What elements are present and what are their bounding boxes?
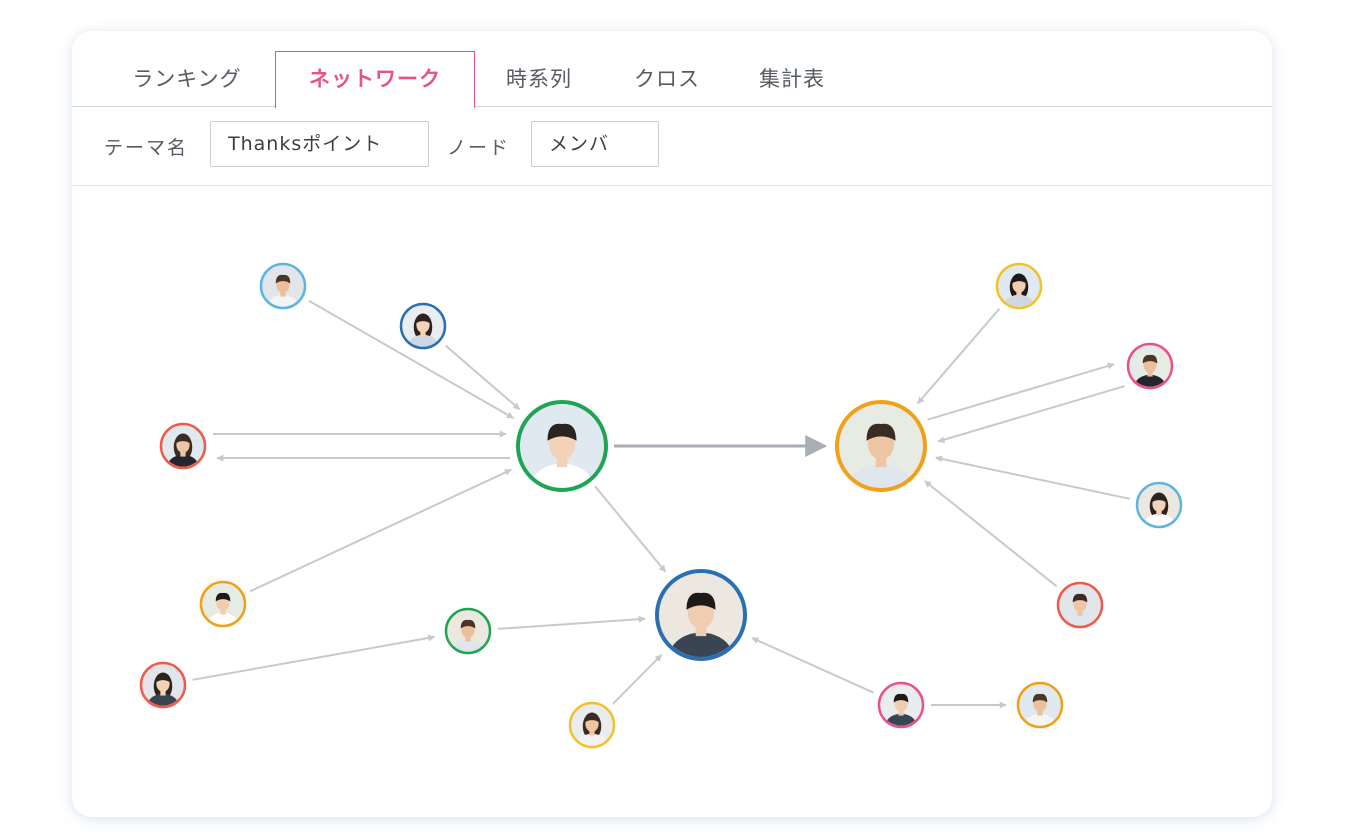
edge-b1-n2 bbox=[916, 308, 1001, 405]
edge-a1-n1 bbox=[308, 300, 515, 419]
edge-n1-n3 bbox=[594, 485, 667, 573]
theme-label: テーマ名 bbox=[104, 137, 189, 159]
avatar-man-icon bbox=[202, 583, 244, 625]
avatar-man-icon bbox=[1059, 584, 1101, 626]
tab-bar-divider bbox=[72, 106, 1272, 107]
node-a7[interactable] bbox=[568, 701, 616, 758]
edge-a6-a5 bbox=[192, 634, 436, 681]
tab-ranking[interactable]: ランキング bbox=[132, 67, 242, 91]
node-n1[interactable] bbox=[516, 400, 608, 512]
node-ring bbox=[1056, 581, 1104, 629]
avatar-woman-icon bbox=[571, 704, 613, 746]
avatar-man-icon bbox=[520, 404, 604, 488]
avatar-man-icon bbox=[1129, 345, 1171, 387]
edge-a4-n1 bbox=[249, 468, 512, 593]
tab-network[interactable]: ネットワーク bbox=[275, 51, 475, 108]
tab-cross[interactable]: クロス bbox=[634, 67, 700, 91]
node-ring bbox=[516, 400, 608, 492]
avatar-woman-icon bbox=[402, 305, 444, 347]
node-ring bbox=[655, 569, 747, 661]
node-label: ノード bbox=[447, 137, 511, 159]
node-ring bbox=[877, 681, 925, 729]
node-ring bbox=[995, 262, 1043, 310]
node-b3[interactable] bbox=[1135, 481, 1183, 538]
node-ring bbox=[444, 607, 492, 655]
node-a4[interactable] bbox=[199, 580, 247, 637]
node-b5[interactable] bbox=[877, 681, 925, 738]
node-ring bbox=[1016, 681, 1064, 729]
node-ring bbox=[159, 422, 207, 470]
avatar-man-icon bbox=[839, 404, 923, 488]
node-b2[interactable] bbox=[1126, 342, 1174, 399]
node-ring bbox=[199, 580, 247, 628]
node-a3[interactable] bbox=[159, 422, 207, 479]
edge-n2-b2 bbox=[927, 362, 1115, 421]
tab-summary-table[interactable]: 集計表 bbox=[759, 67, 825, 91]
edge-b3-n2 bbox=[935, 455, 1130, 500]
avatar-woman-icon bbox=[1138, 484, 1180, 526]
avatar-man-icon bbox=[1019, 684, 1061, 726]
node-ring bbox=[568, 701, 616, 749]
node-a1[interactable] bbox=[259, 262, 307, 319]
node-b4[interactable] bbox=[1056, 581, 1104, 638]
node-ring bbox=[1126, 342, 1174, 390]
avatar-man-icon bbox=[659, 573, 743, 657]
node-a6[interactable] bbox=[139, 661, 187, 718]
node-b1[interactable] bbox=[995, 262, 1043, 319]
edge-b5-n3 bbox=[751, 637, 875, 694]
node-ring bbox=[139, 661, 187, 709]
node-a5[interactable] bbox=[444, 607, 492, 664]
node-a2[interactable] bbox=[399, 302, 447, 359]
edge-a5-n3 bbox=[497, 615, 646, 630]
node-n3[interactable] bbox=[655, 569, 747, 681]
edge-b2-n2 bbox=[937, 385, 1125, 444]
avatar-woman-icon bbox=[998, 265, 1040, 307]
filter-bar: テーマ名 Thanksポイント ノード メンバ bbox=[72, 107, 1272, 186]
node-n2[interactable] bbox=[835, 400, 927, 512]
node-ring bbox=[1135, 481, 1183, 529]
theme-select[interactable]: Thanksポイント bbox=[210, 121, 429, 167]
avatar-woman-icon bbox=[142, 664, 184, 706]
avatar-man-icon bbox=[880, 684, 922, 726]
node-ring bbox=[835, 400, 927, 492]
edge-a2-n1 bbox=[445, 344, 521, 411]
avatar-man-icon bbox=[447, 610, 489, 652]
node-select[interactable]: メンバ bbox=[531, 121, 659, 167]
node-ring bbox=[259, 262, 307, 310]
avatar-man-icon bbox=[262, 265, 304, 307]
node-b6[interactable] bbox=[1016, 681, 1064, 738]
network-panel: ランキング ネットワーク 時系列 クロス 集計表 テーマ名 Thanksポイント… bbox=[72, 31, 1272, 817]
tab-timeseries[interactable]: 時系列 bbox=[506, 67, 572, 91]
tab-bar: ランキング ネットワーク 時系列 クロス 集計表 bbox=[72, 31, 1272, 108]
edge-a7-n3 bbox=[612, 654, 663, 705]
edge-b4-n2 bbox=[924, 480, 1058, 588]
node-ring bbox=[399, 302, 447, 350]
avatar-woman-icon bbox=[162, 425, 204, 467]
